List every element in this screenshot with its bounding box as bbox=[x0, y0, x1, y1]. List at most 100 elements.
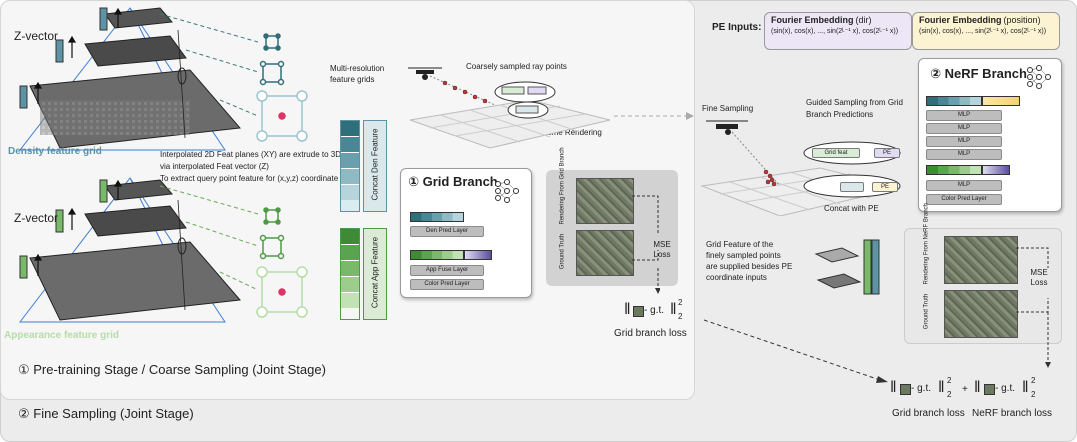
coarse-sample-points bbox=[442, 80, 488, 104]
concat-den-feature-box: Concat Den Feature bbox=[363, 120, 387, 212]
density-plane-small bbox=[104, 7, 173, 29]
appearance-plane-medium bbox=[84, 205, 187, 237]
neural-net-icon-nerf bbox=[1027, 65, 1051, 89]
embed-dir-title: Fourier Embedding bbox=[771, 15, 854, 25]
fine-sampling-label: Fine Sampling bbox=[702, 104, 754, 113]
fine-sample-points bbox=[763, 169, 777, 187]
dir-embedding-vector bbox=[464, 250, 492, 260]
appearance-plane-small bbox=[104, 179, 173, 201]
nerf-rendering-image bbox=[944, 236, 1018, 284]
concat-den-column bbox=[340, 120, 360, 212]
volume-rendering-label: Volume Rendering bbox=[536, 128, 602, 137]
grid-gt-label: Ground Truth bbox=[559, 233, 566, 270]
app-fuse-layer: App Fuse Layer bbox=[410, 265, 484, 276]
nerf-rendering-label: Rendering From NeRF Branch bbox=[923, 203, 930, 285]
feature-grid-pyramids bbox=[18, 7, 308, 323]
grid-loss-transfer-arrow bbox=[703, 319, 888, 383]
guided-sampling-line2: Branch Predictions bbox=[806, 110, 874, 119]
rendered-patch-icon bbox=[633, 306, 644, 317]
rendered-patch-icon-nerf bbox=[984, 384, 995, 395]
final-nerf-branch-loss-label: NeRF branch loss bbox=[972, 408, 1053, 419]
embed-dir-formula: (sin(x), cos(x), ..., sin(2ᴸ⁻¹ x), cos(2… bbox=[771, 28, 899, 35]
density-interp-glyphs bbox=[256, 33, 308, 142]
pe-inputs-label: PE Inputs: bbox=[712, 22, 762, 33]
nerf-mlp-4: MLP bbox=[926, 149, 1002, 160]
fourier-embedding-pos-box: Fourier Embedding (position) (sin(x), co… bbox=[912, 12, 1060, 50]
combined-loss-formula: ‖ - g.t. ‖ 2 2 + ‖ - g.t. ‖ 2 2 bbox=[890, 376, 1036, 399]
embed-pos-title: Fourier Embedding bbox=[919, 15, 1002, 25]
appearance-interp-glyphs bbox=[256, 207, 308, 318]
interp-note-line3: To extract query point feature for (x,y,… bbox=[160, 174, 339, 183]
den-feature-vector bbox=[410, 212, 464, 222]
z-vector-label-top: Z-vector bbox=[14, 29, 59, 43]
embed-pos-suffix: (position) bbox=[1003, 15, 1041, 25]
final-grid-sub: 2 bbox=[947, 390, 952, 399]
final-grid-branch-loss-label: Grid branch loss bbox=[892, 408, 965, 419]
final-nerf-sup: 2 bbox=[1031, 376, 1036, 385]
grid-feature-note-line3: are supplied besides PE bbox=[706, 262, 793, 271]
grid-loss-formula: ‖ - g.t. ‖ 2 2 bbox=[624, 298, 683, 321]
grid-branch-title: ① Grid Branch bbox=[408, 174, 498, 189]
fine-grid-feature-stack bbox=[814, 239, 880, 295]
nerf-mlp-3: MLP bbox=[926, 136, 1002, 147]
fourier-embedding-dir-box: Fourier Embedding (dir) (sin(x), cos(x),… bbox=[764, 12, 912, 50]
formula-plus: + bbox=[962, 384, 968, 395]
nerf-color-pred-layer: Color Pred Layer bbox=[926, 194, 1002, 205]
grid-feat-chip: Grid feat bbox=[812, 148, 860, 158]
grid-branch-loss-label: Grid branch loss bbox=[614, 328, 687, 339]
den-chip bbox=[840, 182, 864, 192]
stage1-label: ① Pre-training Stage / Coarse Sampling (… bbox=[18, 362, 326, 377]
nerf-branch-title: ② NeRF Branch bbox=[930, 66, 1027, 81]
rendered-patch-icon-grid bbox=[900, 384, 911, 395]
density-plane-medium bbox=[84, 35, 187, 67]
grid-loss-sub: 2 bbox=[678, 312, 683, 321]
den-pred-layer: Den Pred Layer bbox=[410, 226, 484, 237]
grid-rendering-label: Rendering From Grid Branch bbox=[559, 147, 566, 225]
z-vector-label-bottom: Z-vector bbox=[14, 211, 59, 225]
concat-app-feature-box: Concat App Feature bbox=[363, 228, 387, 320]
density-grid-label: Density feature grid bbox=[8, 146, 102, 157]
grid-rendering-image bbox=[576, 178, 634, 224]
grid-feature-note-line4: coordinate inputs bbox=[706, 273, 767, 282]
final-nerf-sub: 2 bbox=[1031, 390, 1036, 399]
concat-app-label: Concat App Feature bbox=[370, 236, 380, 309]
neural-net-icon-grid bbox=[495, 179, 519, 203]
nerf-ground-truth-image bbox=[944, 290, 1018, 338]
nerf-mlp-5: MLP bbox=[926, 180, 1002, 191]
stage-transition-arrow bbox=[614, 112, 694, 120]
embed-dir-suffix: (dir) bbox=[855, 15, 872, 25]
appearance-plane-large bbox=[29, 241, 241, 321]
pe-chip-dir: PE bbox=[874, 148, 900, 158]
grid-mse-label: MSE Loss bbox=[653, 240, 671, 259]
nerf-dir-embedding-vector bbox=[982, 165, 1010, 175]
drone-icon-fine bbox=[706, 120, 748, 135]
density-z-vector-bars bbox=[19, 7, 108, 109]
concat-den-label: Concat Den Feature bbox=[370, 128, 380, 201]
nerf-pos-embedding-vector bbox=[982, 96, 1020, 106]
nerf-app-feature-vector bbox=[926, 165, 982, 175]
coarse-ray-scene bbox=[408, 67, 611, 149]
interp-note-line2: via interpolated Feat vector (Z) bbox=[160, 162, 269, 171]
concat-with-pe-label: Concat with PE bbox=[824, 204, 879, 213]
grid-ground-truth-image bbox=[576, 230, 634, 276]
interp-note-line1: Interpolated 2D Feat planes (XY) are ext… bbox=[160, 150, 341, 159]
grid-loss-minus-gt: - g.t. bbox=[644, 305, 665, 316]
drone-icon-coarse bbox=[408, 67, 442, 80]
grid-color-pred-layer: Color Pred Layer bbox=[410, 279, 484, 290]
guided-sampling-line1: Guided Sampling from Grid bbox=[806, 98, 903, 107]
grid-loss-sup: 2 bbox=[678, 298, 683, 307]
appearance-z-vector-bars bbox=[19, 179, 108, 279]
pe-chip-pos: PE bbox=[872, 182, 898, 192]
grid-feature-note-line1: Grid Feature of the bbox=[706, 240, 774, 249]
nerf-gt-label: Ground Truth bbox=[923, 293, 930, 330]
nerf-mlp-2: MLP bbox=[926, 123, 1002, 134]
final-grid-minus-gt: - g.t. bbox=[911, 383, 932, 394]
final-nerf-minus-gt: - g.t. bbox=[995, 383, 1016, 394]
nerf-den-feature-vector bbox=[926, 96, 982, 106]
nerf-mlp-1: MLP bbox=[926, 110, 1002, 121]
embed-pos-formula: (sin(x), cos(x), ..., sin(2ᴸ⁻¹ x), cos(2… bbox=[919, 28, 1047, 35]
coarse-points-label: Coarsely sampled ray points bbox=[466, 62, 567, 71]
nerf-mse-label: MSE Loss bbox=[1030, 268, 1048, 287]
appearance-grid-label: Appearance feature grid bbox=[4, 330, 120, 341]
grid-mse-connector bbox=[632, 195, 660, 294]
